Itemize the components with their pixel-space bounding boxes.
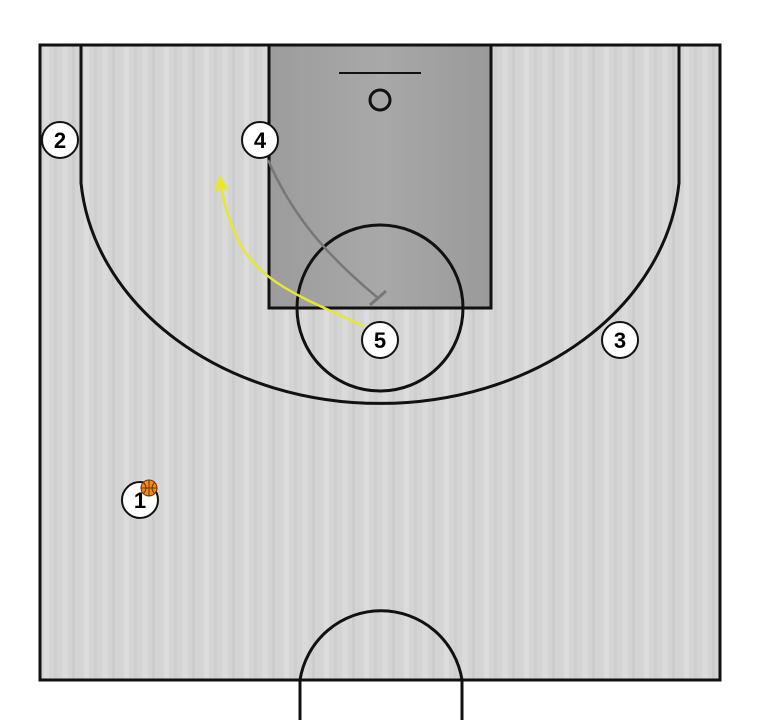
paint-outline [267, 43, 493, 310]
free-throw-circle [295, 223, 465, 393]
basketball-icon [140, 479, 158, 497]
paint-key [269, 46, 491, 308]
player-1-label: 1 [134, 488, 146, 513]
center-circle [298, 609, 464, 720]
player-2[interactable]: 2 [41, 121, 79, 159]
player-3-label: 3 [614, 328, 626, 353]
cut-5 [213, 175, 364, 328]
screen-4-to-5 [266, 159, 387, 307]
player-4-label: 4 [254, 128, 267, 153]
player-5-label: 5 [374, 328, 386, 353]
player-3[interactable]: 3 [601, 321, 639, 359]
three-point-line [79, 45, 681, 405]
basket-rim [368, 88, 392, 112]
player-4[interactable]: 4 [241, 121, 279, 159]
player-5[interactable]: 5 [361, 321, 399, 359]
player-2-label: 2 [54, 128, 66, 153]
